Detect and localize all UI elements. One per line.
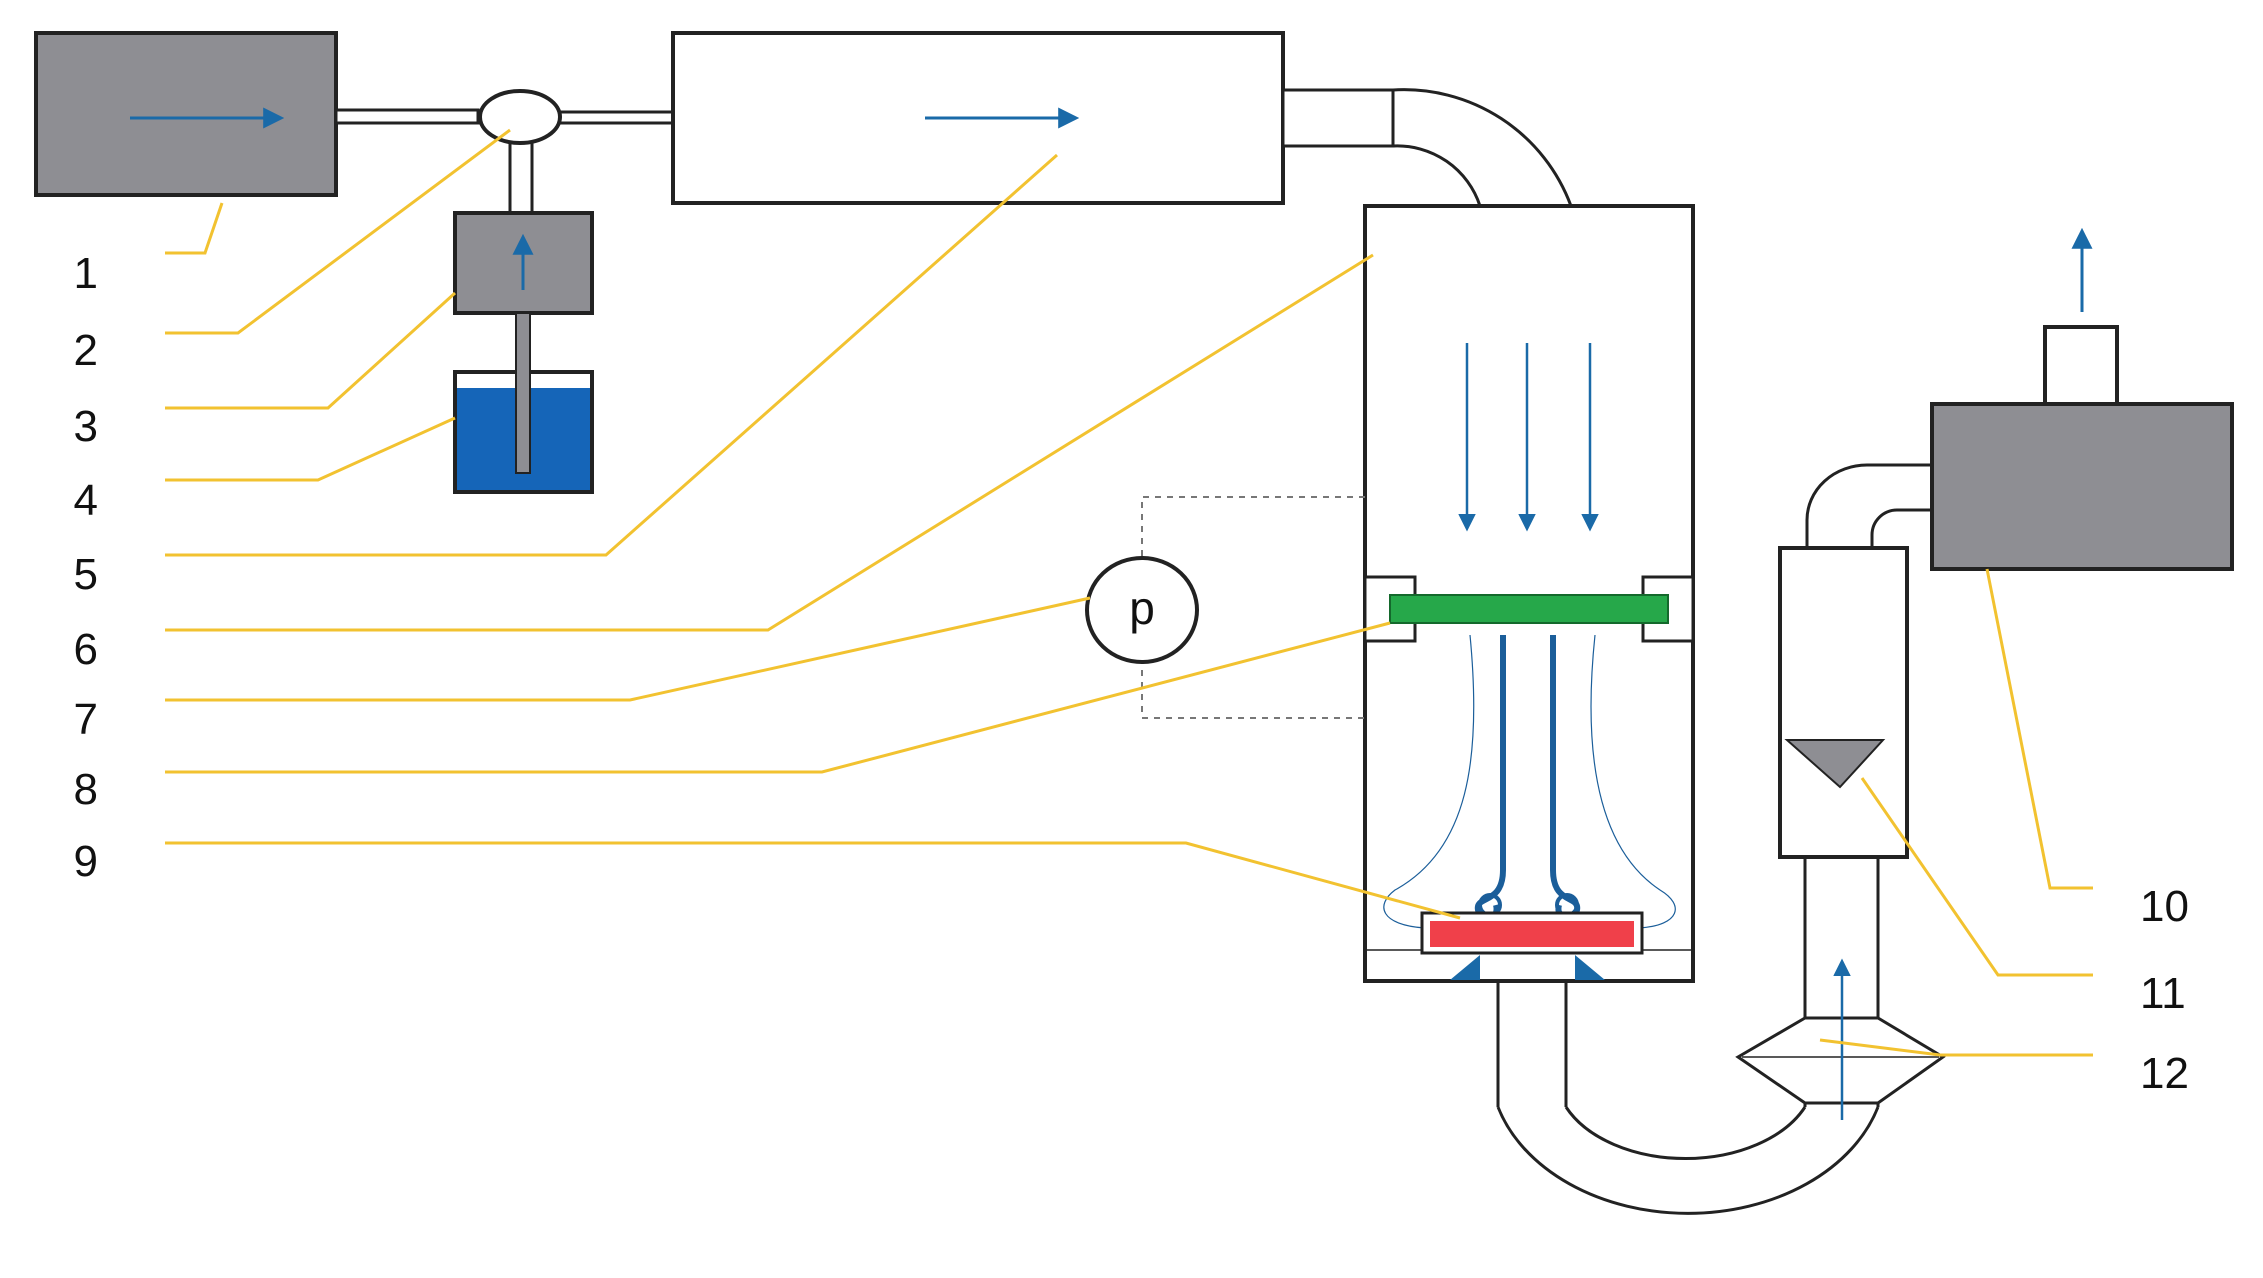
right-label-column: 10 11 12	[2140, 882, 2189, 1098]
label-11: 11	[2140, 969, 2186, 1018]
label-9: 9	[74, 837, 98, 886]
label-1: 1	[74, 249, 98, 298]
label-8: 8	[74, 765, 98, 814]
label-10: 10	[2140, 882, 2189, 931]
orifice-section	[1735, 855, 1946, 1120]
label-7: 7	[74, 695, 98, 744]
flow-cone-icon	[1784, 739, 1886, 789]
valve-icon	[478, 89, 562, 145]
elbow-connector	[1281, 88, 1573, 207]
left-label-column: 1 2 3 4 5 6 7 8 9	[74, 249, 98, 886]
exhaust-pipe	[1805, 463, 1932, 548]
label-6: 6	[74, 625, 98, 674]
pressure-gauge-icon: p	[1085, 556, 1199, 664]
label-5: 5	[74, 550, 98, 599]
air-supply-box	[34, 31, 338, 197]
rotameter	[1778, 546, 1909, 859]
water-container	[453, 312, 594, 494]
leader-lines	[165, 128, 2093, 1057]
heater	[1420, 911, 1644, 980]
filter	[1389, 594, 1669, 624]
extraction-fan-box	[1930, 227, 2234, 571]
label-4: 4	[74, 476, 98, 525]
label-2: 2	[74, 326, 98, 375]
pressure-symbol: p	[1129, 582, 1155, 634]
pump-box	[453, 211, 594, 315]
label-12: 12	[2140, 1049, 2189, 1098]
mixing-tube	[671, 31, 1285, 205]
test-chamber	[1363, 204, 1695, 983]
label-3: 3	[74, 402, 98, 451]
